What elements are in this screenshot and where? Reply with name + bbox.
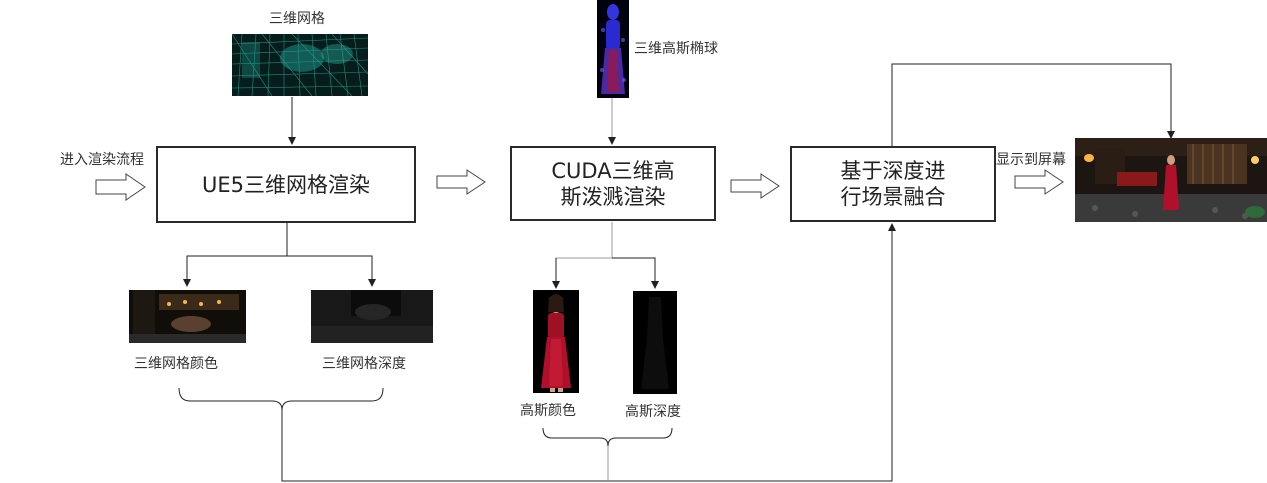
- branch-cuda-outputs: [555, 222, 613, 288]
- hollow-arrow-to-screen: [1014, 169, 1064, 195]
- label-gauss-depth: 高斯深度: [625, 404, 681, 420]
- hollow-arrow-ue5-to-cuda: [436, 169, 486, 195]
- brace-gauss-outputs: [542, 427, 673, 447]
- mesh-color-image: [129, 290, 246, 343]
- loop-fusion-to-screen: [891, 63, 1175, 146]
- gauss-color-image: [533, 290, 579, 393]
- label-mesh-depth: 三维网格深度: [322, 356, 406, 372]
- box-ue5-text: UE5三维网格渲染: [202, 172, 370, 197]
- box-ue5-mesh-render: UE5三维网格渲染: [156, 146, 416, 223]
- hollow-arrow-enter: [95, 173, 146, 201]
- branch-ue5-outputs: [183, 222, 288, 287]
- label-mesh-color: 三维网格颜色: [134, 356, 218, 372]
- brace-mesh-outputs: [178, 387, 384, 411]
- mesh-wireframe-image: [232, 34, 368, 96]
- label-enter-pipeline: 进入渲染流程: [60, 152, 144, 168]
- final-composite-image: [1075, 138, 1267, 222]
- gaussian-ellipsoid-image: [597, 0, 629, 98]
- label-display-screen: 显示到屏幕: [996, 152, 1066, 168]
- label-gauss-input: 三维高斯椭球: [634, 41, 718, 57]
- label-gauss-color: 高斯颜色: [520, 403, 576, 419]
- box-cuda-text-line1: CUDA三维高: [551, 158, 675, 183]
- box-cuda-text-line2: 斯泼溅渲染: [560, 184, 666, 209]
- box-fusion-text-line2: 行场景融合: [840, 185, 946, 209]
- box-depth-fusion: 基于深度进 行场景融合: [790, 146, 996, 222]
- gauss-depth-image: [633, 291, 677, 394]
- label-mesh-input: 三维网格: [269, 11, 325, 27]
- box-fusion-text-line1: 基于深度进: [840, 159, 946, 183]
- hollow-arrow-cuda-to-fusion: [730, 173, 780, 199]
- merge-line-to-fusion: [281, 223, 896, 482]
- box-cuda-gauss-render: CUDA三维高 斯泼溅渲染: [510, 146, 716, 221]
- mesh-depth-image: [311, 290, 433, 343]
